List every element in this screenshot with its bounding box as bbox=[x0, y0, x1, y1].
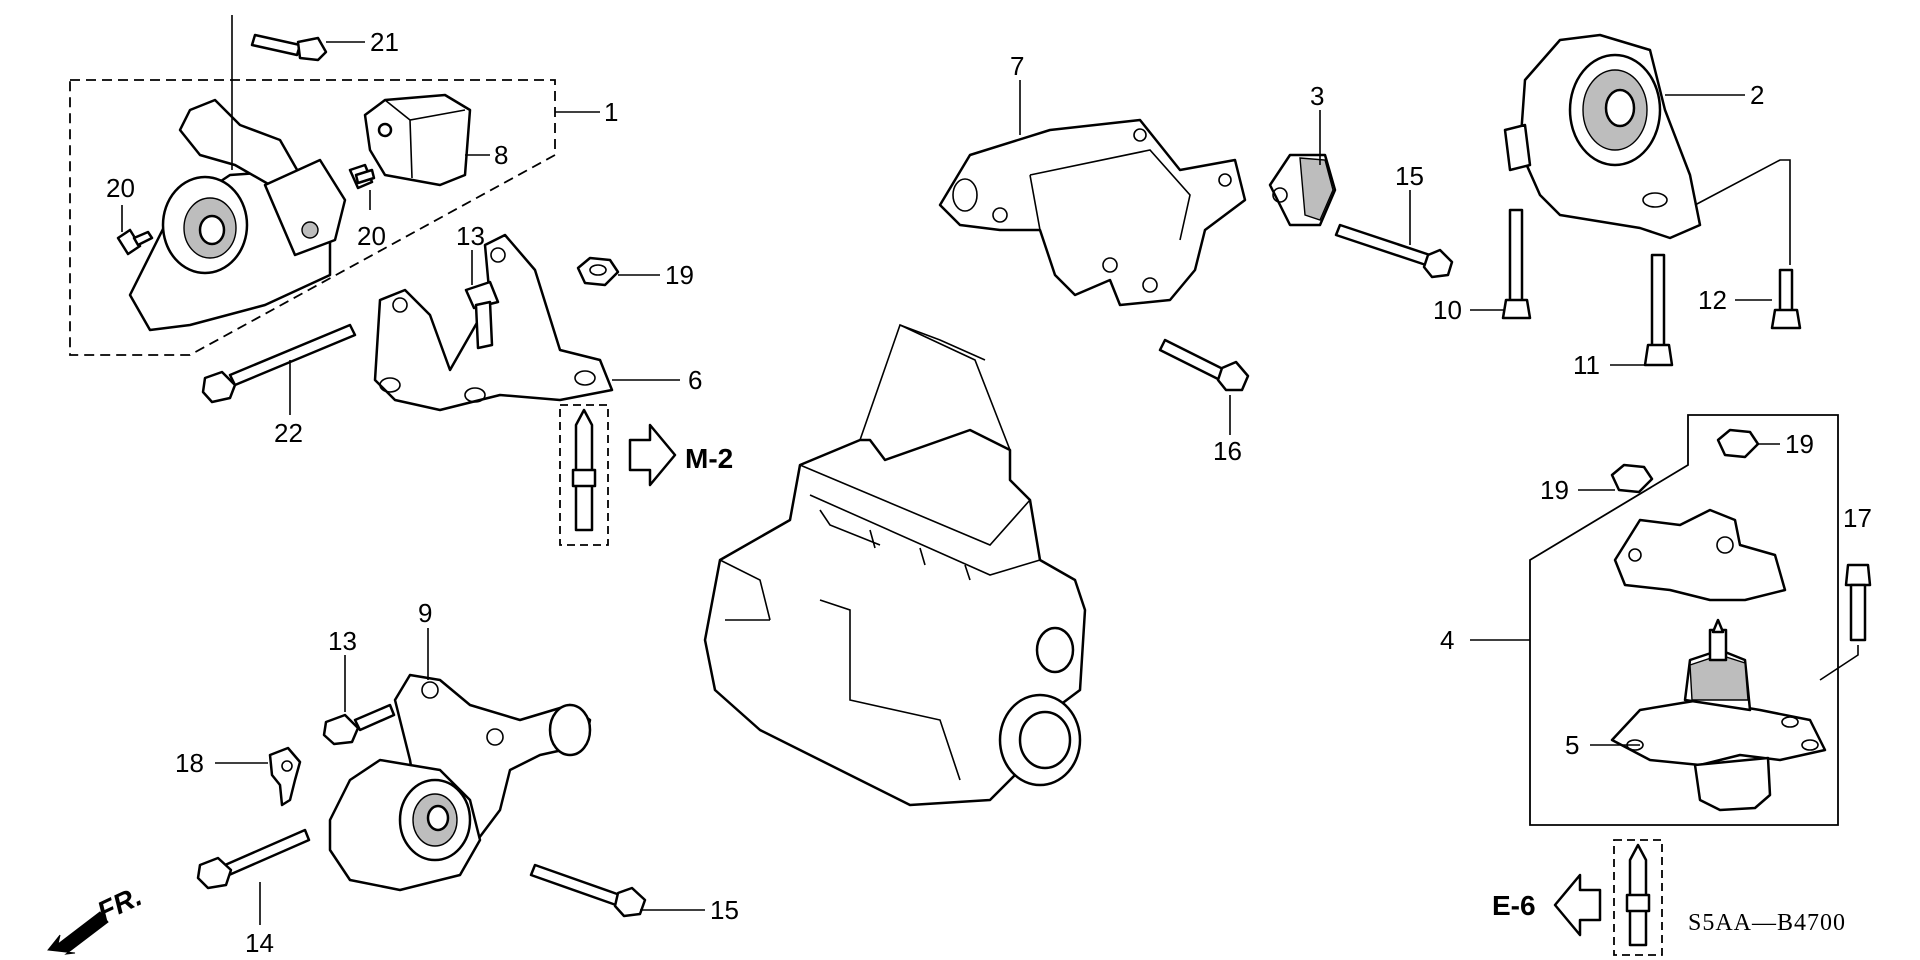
leader-17 bbox=[1819, 645, 1859, 681]
part-2-mount bbox=[1503, 33, 1702, 240]
callout-3: 3 bbox=[1310, 81, 1324, 111]
bolt-11 bbox=[1643, 253, 1674, 367]
callout-11: 11 bbox=[1573, 350, 1600, 380]
ref-label-m2: M-2 bbox=[685, 443, 733, 474]
nut-19-upper bbox=[576, 256, 620, 287]
stud-e6 bbox=[1625, 843, 1651, 947]
bolt-15-upper bbox=[1334, 223, 1454, 279]
bolt-20-left bbox=[116, 228, 154, 256]
callout-10: 10 bbox=[1433, 295, 1462, 325]
leader-12-mount bbox=[1694, 159, 1791, 265]
callout-4: 4 bbox=[1440, 625, 1454, 655]
part-5-mount bbox=[1610, 618, 1827, 812]
bolt-22 bbox=[201, 323, 357, 404]
callout-7: 7 bbox=[1010, 51, 1024, 81]
group-outline-1 bbox=[69, 79, 556, 356]
callout-6: 6 bbox=[688, 365, 702, 395]
arrow-to-e6 bbox=[1553, 873, 1602, 937]
callout-19-right-top: 19 bbox=[1785, 429, 1814, 459]
callout-8: 8 bbox=[494, 140, 508, 170]
callout-12: 12 bbox=[1698, 285, 1727, 315]
callout-19-upper: 19 bbox=[665, 260, 694, 290]
callout-20-right: 20 bbox=[357, 221, 386, 251]
stud-box-m2 bbox=[559, 404, 609, 546]
callout-21: 21 bbox=[370, 27, 399, 57]
callout-17: 17 bbox=[1843, 503, 1872, 533]
bolt-17 bbox=[1844, 563, 1872, 642]
part-9-mount bbox=[328, 758, 482, 892]
callout-5: 5 bbox=[1565, 730, 1579, 760]
nut-19-right-top bbox=[1716, 428, 1760, 459]
front-arrow bbox=[47, 911, 109, 955]
arrow-to-m2 bbox=[628, 423, 677, 487]
bolt-16 bbox=[1158, 338, 1250, 392]
bolt-13-lower bbox=[322, 703, 396, 746]
bolt-12 bbox=[1770, 268, 1802, 330]
part-6-bracket bbox=[373, 233, 614, 412]
stud-box-e6 bbox=[1613, 839, 1663, 956]
nut-19-right-mid bbox=[1610, 463, 1654, 494]
callout-14: 14 bbox=[245, 928, 274, 958]
callout-9: 9 bbox=[418, 598, 432, 628]
callout-20-left: 20 bbox=[106, 173, 135, 203]
bolt-21 bbox=[250, 33, 328, 62]
callout-1: 1 bbox=[604, 97, 618, 127]
bolt-13-upper bbox=[464, 280, 500, 350]
callout-19-right-mid: 19 bbox=[1540, 475, 1569, 505]
callout-13-lower: 13 bbox=[328, 626, 357, 656]
callout-18: 18 bbox=[175, 748, 204, 778]
part-1-mount-assembly bbox=[128, 93, 472, 332]
bolt-10 bbox=[1501, 208, 1532, 320]
callout-15-upper: 15 bbox=[1395, 161, 1424, 191]
callout-16: 16 bbox=[1213, 436, 1242, 466]
stud-m2 bbox=[571, 408, 597, 532]
part-3-bracket bbox=[1268, 153, 1337, 227]
callout-2: 2 bbox=[1750, 80, 1764, 110]
bolt-14 bbox=[196, 828, 311, 890]
callout-15-lower: 15 bbox=[710, 895, 739, 925]
engine-block bbox=[703, 323, 1087, 807]
part-4-bracket bbox=[1613, 508, 1787, 602]
group-outline-4 bbox=[1529, 414, 1839, 826]
part-18-clip bbox=[268, 746, 302, 807]
callout-13-upper: 13 bbox=[456, 221, 485, 251]
bolt-15-lower bbox=[529, 863, 647, 918]
bolt-20-right bbox=[348, 163, 376, 190]
ref-label-e6: E-6 bbox=[1492, 890, 1536, 921]
diagram-code: S5AA—B4700 bbox=[1688, 910, 1846, 936]
callout-22: 22 bbox=[274, 418, 303, 448]
part-7-bracket bbox=[938, 118, 1247, 307]
